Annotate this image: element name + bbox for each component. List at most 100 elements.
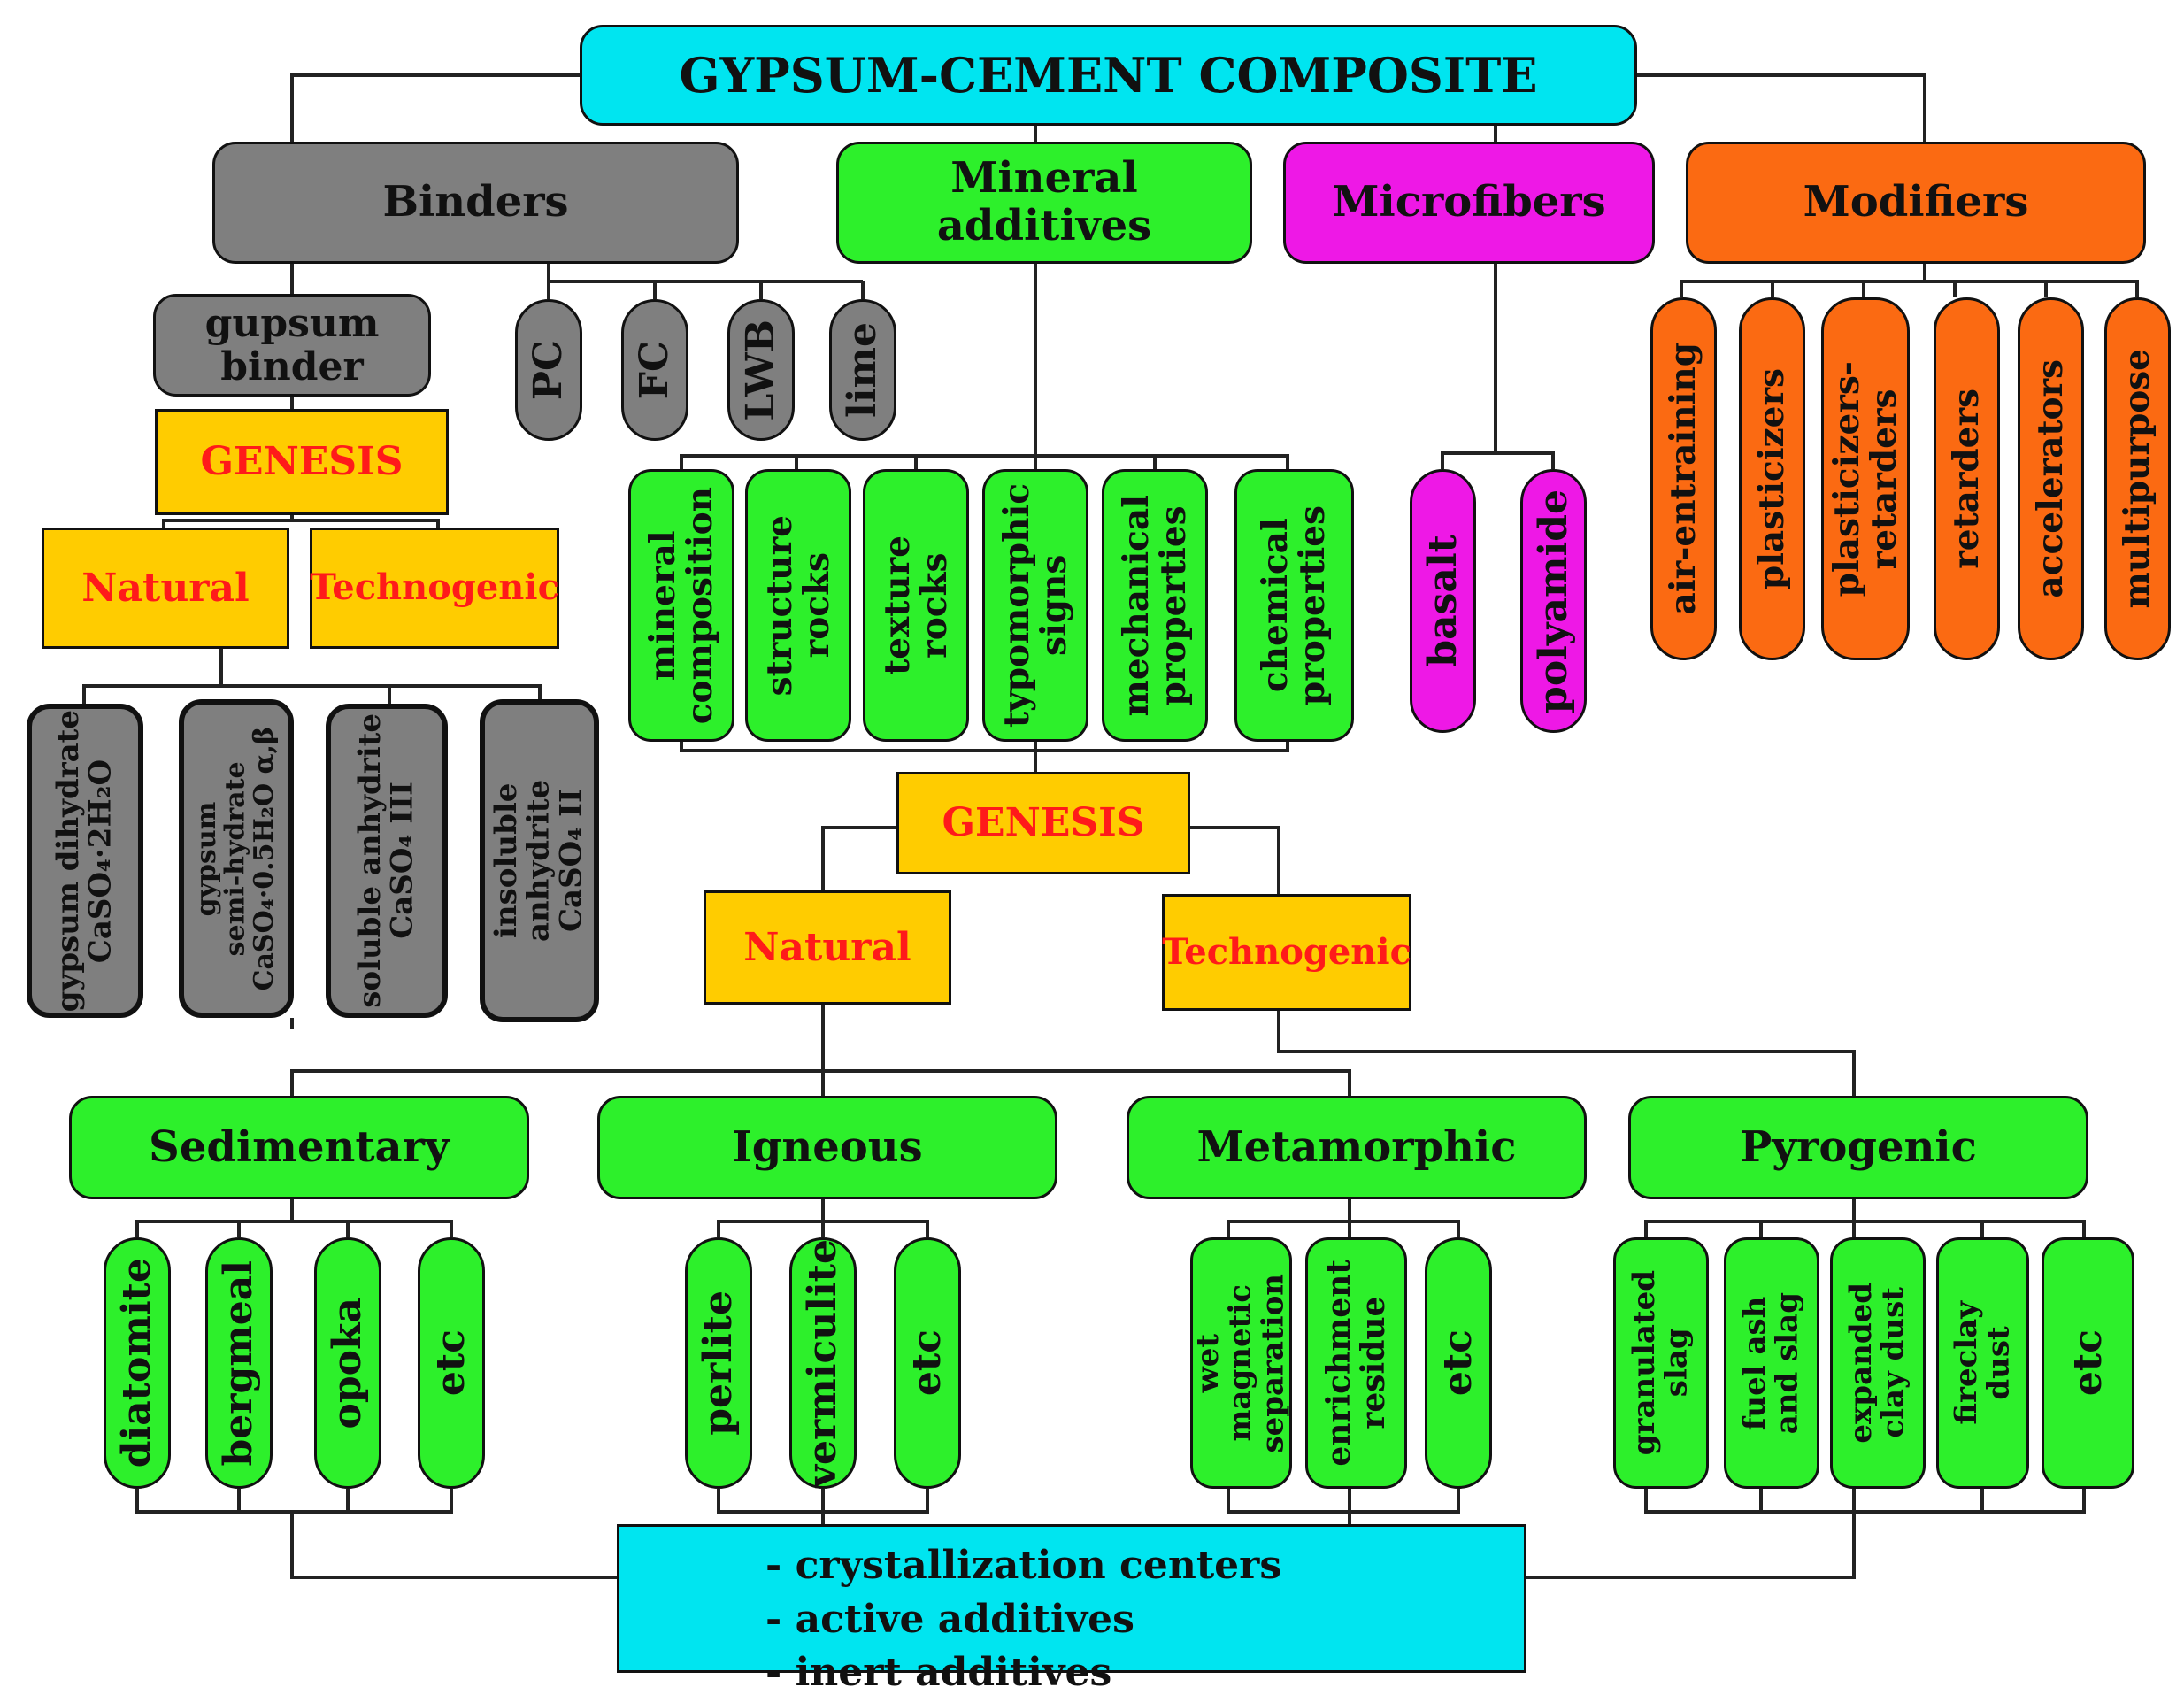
gypsum-type-soluble-anhydrite: soluble anhydrite CaSO₄ III — [326, 704, 448, 1018]
binder-item-label: FC — [632, 340, 678, 400]
modifier-label: plasticizers — [1751, 367, 1793, 590]
rock-item: wet magnetic separation — [1190, 1237, 1292, 1489]
mineral-property-label: mineral composition — [642, 486, 720, 725]
binders-technogenic-label: Technogenic — [310, 566, 559, 609]
mineral-property-label: mechanical properties — [1115, 494, 1194, 717]
mineral-property-label: chemical properties — [1255, 505, 1334, 706]
rock-item: perlite — [685, 1237, 752, 1489]
binders-box: Binders — [212, 142, 739, 264]
rock-item: etc — [2042, 1237, 2134, 1489]
mineral-property-label: texture rocks — [876, 535, 955, 675]
gypsum-type-dihydrate: gypsum dihydrate CaSO₄·2H₂O — [27, 704, 143, 1018]
binder-item-label: lime — [840, 322, 886, 418]
modifier-label: air-entraining — [1663, 343, 1704, 615]
rock-item: fireclay dust — [1936, 1237, 2029, 1489]
mineral-technogenic-label: Technogenic — [1162, 930, 1411, 973]
modifier-multipurpose: multipurpose — [2104, 297, 2171, 660]
binder-item-lwb: LWB — [727, 299, 795, 441]
binder-item-label: PC — [526, 339, 572, 401]
mineral-natural-box: Natural — [704, 890, 951, 1005]
gypsum-type-label: soluble anhydrite CaSO₄ III — [352, 713, 420, 1008]
mineral-additives-label: Mineral additives — [936, 153, 1152, 250]
rock-item-label: diatomite — [114, 1258, 160, 1468]
rock-item-label: bergmeal — [216, 1260, 262, 1467]
mineral-property-typomorphic: typomorphic signs — [982, 469, 1088, 742]
modifiers-box: Modifiers — [1686, 142, 2146, 264]
rock-item-label: fuel ash and slag — [1737, 1291, 1805, 1435]
rock-item-label: enrichment residue — [1319, 1260, 1392, 1467]
rock-item: etc — [1425, 1237, 1492, 1489]
modifiers-label: Modifiers — [1803, 177, 2029, 227]
modifier-label: accelerators — [2030, 359, 2072, 598]
mineral-property-composition: mineral composition — [628, 469, 734, 742]
rock-item-label: etc — [428, 1329, 474, 1397]
modifier-label: plasticizers- retarders — [1826, 360, 1904, 597]
rock-group-label: Igneous — [732, 1121, 923, 1172]
rock-item: expanded clay dust — [1830, 1237, 1926, 1489]
microfiber-label: polyamide — [1530, 489, 1576, 713]
mineral-genesis-label: GENESIS — [942, 800, 1145, 846]
rock-item: opoka — [314, 1237, 381, 1489]
modifier-plasticizers: plasticizers — [1739, 297, 1805, 660]
modifier-air-entraining: air-entraining — [1650, 297, 1717, 660]
rock-item-label: expanded clay dust — [1843, 1283, 1911, 1444]
rock-group-label: Pyrogenic — [1740, 1121, 1977, 1172]
binders-genesis-label: GENESIS — [200, 439, 404, 485]
binders-natural-label: Natural — [81, 565, 250, 611]
title-box: GYPSUM-CEMENT COMPOSITE — [580, 25, 1637, 126]
modifier-accelerators: accelerators — [2018, 297, 2084, 660]
binder-item-label: LWB — [738, 319, 784, 421]
rock-item: enrichment residue — [1305, 1237, 1407, 1489]
rock-item-label: etc — [904, 1329, 950, 1397]
rock-group-sedimentary: Sedimentary — [69, 1096, 529, 1199]
rock-group-pyrogenic: Pyrogenic — [1628, 1096, 2088, 1199]
diagram-title: GYPSUM-CEMENT COMPOSITE — [679, 46, 1538, 104]
rock-item: diatomite — [104, 1237, 171, 1489]
mineral-property-label: typomorphic signs — [996, 483, 1074, 728]
binders-label: Binders — [382, 177, 569, 227]
rock-item: bergmeal — [205, 1237, 273, 1489]
binder-item-lime: lime — [829, 299, 896, 441]
rock-group-igneous: Igneous — [597, 1096, 1057, 1199]
binder-item-fc: FC — [621, 299, 688, 441]
microfiber-polyamide: polyamide — [1520, 469, 1587, 733]
gypsum-type-semihydrate: gypsum semi-hydrate CaSO₄·0.5H₂O α,β — [179, 699, 294, 1018]
role-item: - active additives — [765, 1596, 1134, 1642]
modifier-plasticizers-retarders: plasticizers- retarders — [1821, 297, 1910, 660]
rock-group-label: Sedimentary — [149, 1121, 450, 1172]
binders-natural-box: Natural — [42, 528, 289, 649]
microfiber-label: basalt — [1419, 535, 1465, 667]
mineral-additives-box: Mineral additives — [836, 142, 1252, 264]
mineral-technogenic-box: Technogenic — [1162, 894, 1411, 1011]
role-item: - inert additives — [765, 1650, 1112, 1695]
gypsum-type-insoluble-anhydrite: insoluble anhydrite CaSO₄ II — [480, 699, 599, 1022]
rock-item-label: etc — [2065, 1329, 2111, 1397]
modifier-label: multipurpose — [2117, 349, 2158, 609]
rock-item: fuel ash and slag — [1724, 1237, 1819, 1489]
mineral-property-structure: structure rocks — [745, 469, 851, 742]
rock-item-label: fireclay dust — [1948, 1301, 2017, 1425]
mineral-property-label: structure rocks — [758, 514, 837, 697]
rock-item-label: vermiculite — [800, 1238, 846, 1488]
rock-item: etc — [894, 1237, 961, 1489]
gypsum-binder-box: gupsum binder — [153, 294, 431, 397]
rock-item-label: wet magnetic separation — [1190, 1273, 1291, 1453]
gypsum-type-label: insoluble anhydrite CaSO₄ II — [488, 779, 589, 943]
rock-item: vermiculite — [789, 1237, 857, 1489]
gypsum-type-label: gypsum semi-hydrate CaSO₄·0.5H₂O α,β — [191, 726, 281, 991]
rock-group-metamorphic: Metamorphic — [1127, 1096, 1587, 1199]
binders-technogenic-box: Technogenic — [310, 528, 559, 649]
microfiber-basalt: basalt — [1410, 469, 1476, 733]
rock-item: etc — [418, 1237, 485, 1489]
gypsum-type-label: gypsum dihydrate CaSO₄·2H₂O — [50, 709, 119, 1013]
mineral-property-chemical: chemical properties — [1234, 469, 1354, 742]
modifier-label: retarders — [1946, 389, 1988, 569]
binder-item-pc: PC — [515, 299, 582, 441]
microfibers-box: Microfibers — [1283, 142, 1655, 264]
additive-roles-box: - crystallization centers - active addit… — [617, 1524, 1526, 1695]
rock-item-label: perlite — [696, 1291, 742, 1436]
microfibers-label: Microfibers — [1332, 177, 1606, 227]
rock-item: granulated slag — [1613, 1237, 1709, 1489]
